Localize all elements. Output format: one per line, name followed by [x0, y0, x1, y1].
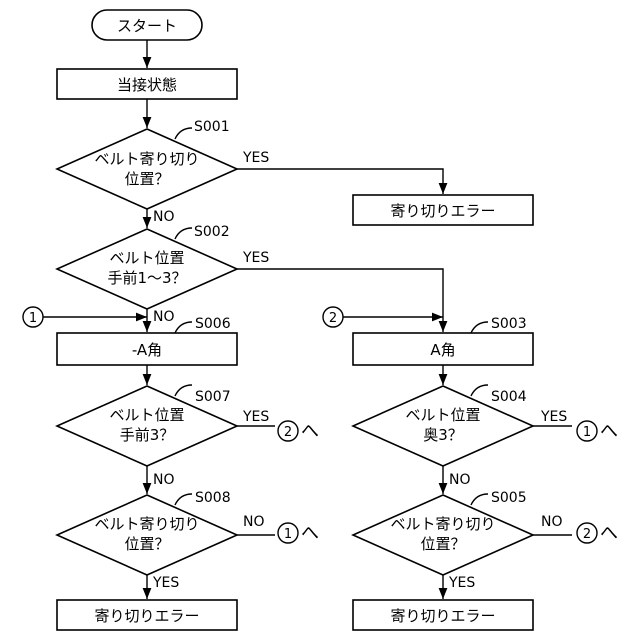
decision-s002: ベルト位置 手前1～3？ S002	[57, 224, 237, 309]
s002-yes-label: YES	[242, 250, 269, 266]
s002-no-label: NO	[153, 309, 175, 325]
s005-no-label: NO	[541, 514, 563, 530]
s008-leader	[175, 494, 192, 505]
s002-line1: ベルト位置	[109, 249, 184, 267]
s001-no-label: NO	[153, 209, 175, 225]
error-right-label: 寄り切りエラー	[390, 607, 495, 625]
s003-leader	[471, 322, 488, 333]
s007-line2: 手前3？	[120, 426, 175, 444]
s007-no-label: NO	[153, 472, 175, 488]
s001-leader	[175, 128, 192, 139]
connector-1-entry: 1	[23, 307, 43, 327]
s008-goto-suffix: へ	[301, 523, 319, 544]
s004-goto-number: 1	[583, 425, 591, 440]
error-top-label: 寄り切りエラー	[390, 202, 495, 220]
s008-step-label: S008	[195, 490, 231, 506]
s002-step-label: S002	[194, 224, 230, 240]
s007-goto-suffix: へ	[301, 421, 319, 442]
error-left-label: 寄り切りエラー	[94, 607, 199, 625]
decision-s001: ベルト寄り切り 位置？ S001	[57, 119, 237, 209]
s008-goto-number: 1	[284, 527, 292, 542]
s004-step-label: S004	[491, 389, 527, 405]
start-label: スタート	[117, 17, 177, 35]
s001-line2: 位置？	[124, 170, 169, 188]
goto-connector-1-from-s004: 1 へ	[577, 421, 618, 442]
s003-label: A角	[430, 341, 455, 359]
decision-s004: ベルト位置 奥3？ S004	[353, 385, 533, 466]
s007-step-label: S007	[195, 389, 231, 405]
s005-line1: ベルト寄り切り	[390, 515, 495, 533]
s007-yes-label: YES	[242, 409, 269, 425]
arrow-s001-yes	[237, 169, 443, 194]
connector-1-number: 1	[29, 311, 37, 326]
s001-yes-label: YES	[242, 150, 269, 166]
s002-line2: 手前1～3？	[107, 269, 186, 287]
goto-connector-2-from-s005: 2 へ	[577, 523, 618, 544]
s007-goto-number: 2	[284, 425, 292, 440]
s005-step-label: S005	[491, 490, 527, 506]
contact-state-box: 当接状態	[57, 69, 237, 99]
s007-leader	[175, 385, 192, 396]
s001-line1: ベルト寄り切り	[94, 150, 199, 168]
error-top-box: 寄り切りエラー	[353, 195, 533, 225]
connector-2-number: 2	[329, 311, 337, 326]
s006-leader	[175, 322, 192, 333]
s005-leader	[471, 494, 488, 505]
s006-label: -A角	[132, 341, 162, 359]
s008-yes-label: YES	[152, 575, 179, 591]
decision-s008: ベルト寄り切り 位置？ S008	[57, 490, 237, 575]
s004-line1: ベルト位置	[405, 406, 480, 424]
error-right-box: 寄り切りエラー	[353, 600, 533, 630]
s003-step-label: S003	[491, 316, 527, 332]
s005-yes-label: YES	[448, 575, 475, 591]
goto-connector-1-from-s008: 1 へ	[278, 523, 319, 544]
goto-connector-2-from-s007: 2 へ	[278, 421, 319, 442]
s004-leader	[471, 385, 488, 396]
s002-leader	[175, 228, 192, 239]
decision-s005: ベルト寄り切り 位置？ S005	[353, 490, 533, 575]
s004-line2: 奥3？	[423, 426, 463, 444]
error-left-box: 寄り切りエラー	[57, 600, 237, 630]
s007-line1: ベルト位置	[109, 406, 184, 424]
decision-s007: ベルト位置 手前3？ S007	[57, 385, 237, 466]
s005-goto-suffix: へ	[600, 523, 618, 544]
s008-line2: 位置？	[124, 535, 169, 553]
s001-step-label: S001	[194, 119, 230, 135]
s008-line1: ベルト寄り切り	[94, 515, 199, 533]
contact-state-label: 当接状態	[117, 76, 177, 94]
s005-line2: 位置？	[420, 535, 465, 553]
s006-step-label: S006	[195, 316, 231, 332]
s004-goto-suffix: へ	[600, 421, 618, 442]
s008-no-label: NO	[243, 514, 265, 530]
s005-goto-number: 2	[583, 527, 591, 542]
s004-yes-label: YES	[540, 409, 567, 425]
s004-no-label: NO	[449, 472, 471, 488]
connector-2-entry: 2	[323, 307, 343, 327]
start-terminator: スタート	[92, 10, 202, 40]
